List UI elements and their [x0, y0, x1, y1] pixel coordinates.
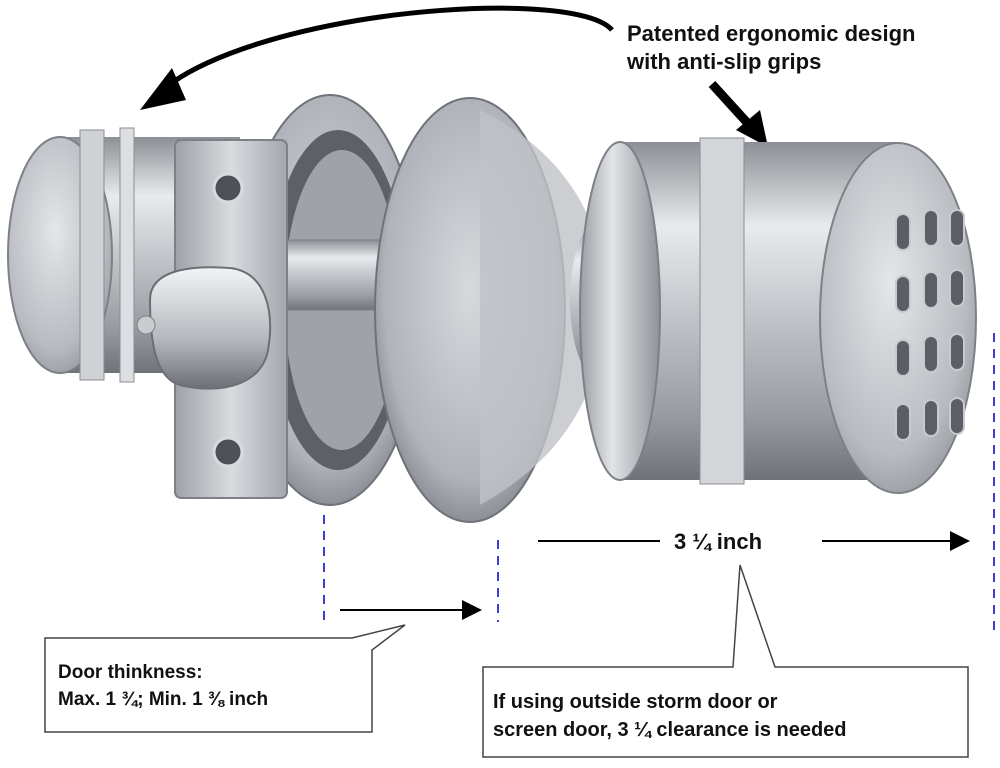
door-thickness-callout [44, 624, 406, 733]
door-thickness-line-2: Max. 1 ¾; Min. 1 ⅜ inch [58, 688, 269, 710]
pointer-arrow [708, 80, 768, 147]
keypad-knob [579, 137, 977, 494]
storm-door-line-2: screen door, 3 ¼ clearance is needed [493, 719, 847, 741]
guide-lines [323, 333, 995, 630]
dimension-arrows [340, 531, 970, 620]
headline: Patented ergonomic design with anti-slip… [627, 20, 916, 75]
storm-door-text: If using outside storm door or screen do… [493, 688, 847, 744]
dimension-label: 3 ¼ inch [668, 528, 769, 556]
storm-door-line-1: If using outside storm door or [493, 691, 778, 713]
keypad-buttons [895, 209, 965, 441]
door-thickness-line-1: Door thinkness: [58, 662, 203, 683]
headline-line-1: Patented ergonomic design [627, 21, 916, 46]
door-thickness-text: Door thinkness: Max. 1 ¾; Min. 1 ⅜ inch [58, 660, 268, 713]
headline-line-2: with anti-slip grips [627, 48, 822, 74]
latch-bolt [136, 266, 272, 390]
storm-door-callout [482, 564, 969, 758]
front-rose [374, 97, 630, 523]
rotation-arrow [140, 5, 614, 110]
